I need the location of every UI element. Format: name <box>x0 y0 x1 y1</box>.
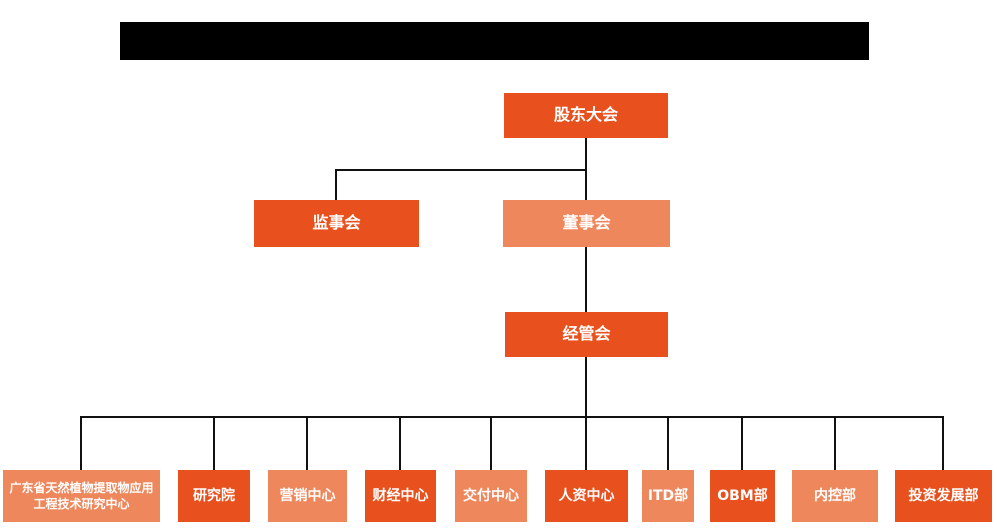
org-node-supervisory-board: 监事会 <box>254 200 419 247</box>
connector-line <box>213 416 215 470</box>
org-node-investment-development-dept: 投资发展部 <box>895 470 992 522</box>
connector-line <box>585 138 587 171</box>
org-node-finance-center: 财经中心 <box>365 470 436 522</box>
connector-line <box>80 416 82 470</box>
connector-line <box>667 416 669 470</box>
org-node-internal-control-dept: 内控部 <box>792 470 878 522</box>
org-node-delivery-center: 交付中心 <box>455 470 527 522</box>
org-node-research-center: 广东省天然植物提取物应用工程技术研究中心 <box>3 470 160 522</box>
org-node-shareholders-meeting: 股东大会 <box>504 93 668 138</box>
connector-line <box>306 416 308 470</box>
redacted-title-bar <box>120 22 869 60</box>
org-node-research-institute: 研究院 <box>178 470 250 522</box>
connector-line <box>335 169 587 171</box>
connector-line <box>834 416 836 470</box>
connector-line <box>942 416 944 470</box>
connector-line <box>585 169 587 200</box>
connector-line <box>741 416 743 470</box>
org-node-management-committee: 经管会 <box>505 312 668 357</box>
connector-line <box>585 416 587 470</box>
connector-line <box>80 416 944 418</box>
connector-line <box>490 416 492 470</box>
connector-line <box>335 169 337 200</box>
org-node-hr-center: 人资中心 <box>545 470 628 522</box>
org-node-obm-dept: OBM部 <box>710 470 775 522</box>
org-node-itd-dept: ITD部 <box>642 470 694 522</box>
connector-line <box>585 357 587 418</box>
connector-line <box>399 416 401 470</box>
connector-line <box>585 247 587 312</box>
org-node-marketing-center: 营销中心 <box>268 470 347 522</box>
org-node-board-of-directors: 董事会 <box>503 200 670 247</box>
